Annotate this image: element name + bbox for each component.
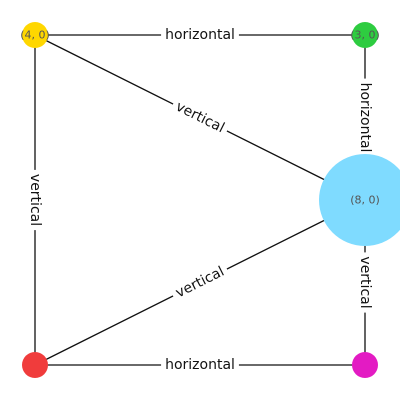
edge-label: vertical: [27, 174, 43, 226]
edge-label-group: vertical: [169, 260, 231, 305]
edge-label: horizontal: [165, 27, 235, 43]
node-nmag: [352, 352, 378, 378]
node-nred: [22, 352, 48, 378]
node-n40: [22, 22, 48, 48]
edge-label-background: [169, 95, 231, 140]
edge-label-background: [356, 78, 374, 157]
node-label: (3, 0): [350, 29, 380, 42]
nodes-layer: (4, 0) (3, 0) (8, 0): [20, 22, 400, 378]
edge-label-background: [169, 260, 231, 305]
edge-label-background: [26, 169, 44, 231]
edge-label-group: horizontal: [161, 26, 239, 44]
edge-label: vertical: [357, 256, 373, 308]
node-label: (8, 0): [350, 194, 380, 207]
edge-label: horizontal: [165, 357, 235, 373]
edge-label-background: [161, 356, 239, 374]
edge-label-group: vertical: [26, 169, 44, 231]
node-n30: [352, 22, 378, 48]
edge-label-group: vertical: [356, 252, 374, 313]
edge-label-group: horizontal: [161, 356, 239, 374]
edge-label-background: [161, 26, 239, 44]
edge-label-background: [356, 252, 374, 313]
node-n80: [319, 154, 400, 246]
edge-label-group: horizontal: [356, 78, 374, 157]
edge-label: horizontal: [357, 83, 373, 153]
edge-label-group: vertical: [169, 95, 231, 140]
node-label: (4, 0): [20, 29, 50, 42]
